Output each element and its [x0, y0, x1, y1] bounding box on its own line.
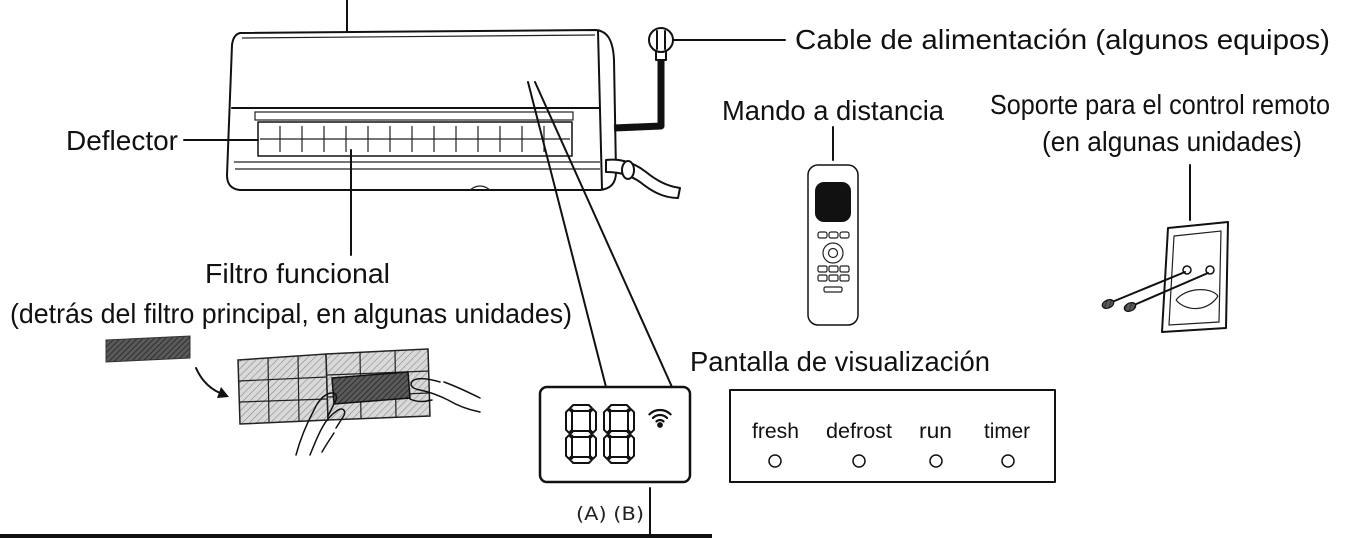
- remote-holder-icon: [1101, 221, 1229, 333]
- body-top-edge: [241, 34, 596, 39]
- power-cable-label: Cable de alimentación (algunos equipos): [795, 24, 1330, 55]
- indicator-label-defrost: defrost: [826, 420, 892, 443]
- display-digit-segment: [603, 434, 611, 460]
- indicator-label-timer: timer: [984, 420, 1030, 443]
- display-digit-segment: [627, 434, 635, 460]
- display-digit-segment: [607, 404, 631, 412]
- remote-holder-label-line2: (en algunas unidades): [1042, 126, 1302, 157]
- power-plug-icon: [648, 27, 674, 53]
- remote-holder-label-line1: Soporte para el control remoto: [990, 89, 1330, 120]
- drain-notch: [469, 185, 491, 191]
- display-digit-segment: [565, 434, 573, 460]
- display-label: Pantalla de visualización: [690, 346, 990, 377]
- display-digit-segment: [607, 456, 631, 464]
- display-callout-line-left: [527, 81, 607, 388]
- display-digit-segment: [565, 408, 573, 434]
- display-digit-segment: [627, 408, 635, 434]
- indicator-light-defrost: [852, 454, 866, 468]
- deflector-louver: [257, 121, 573, 157]
- display-digit-segment: [607, 430, 631, 438]
- display-digit-segment: [589, 408, 597, 434]
- mounting-screws: [1101, 271, 1209, 313]
- display-digit: [603, 404, 635, 464]
- left-hand: [295, 392, 346, 456]
- remote-screen: [815, 182, 851, 222]
- display-ab-label: (A) (B): [576, 503, 644, 525]
- filter-icon: [105, 335, 481, 456]
- indicator-panel: fresh defrost run timer: [729, 389, 1056, 483]
- indoor-unit: [183, 0, 786, 388]
- hose-ring: [621, 160, 635, 180]
- functional-filter-inserted: [331, 371, 411, 405]
- indicator-light-fresh: [768, 454, 782, 468]
- indicator-label-fresh: fresh: [752, 420, 799, 443]
- deflector-label: Deflector: [66, 125, 178, 156]
- indicator-panel-frame: [729, 389, 1056, 483]
- side-panel-edge: [597, 30, 603, 190]
- power-cable: [613, 60, 665, 132]
- functional-filter-strip: [105, 335, 191, 363]
- remote-buttons: [817, 231, 850, 293]
- curved-arrow-icon: [195, 367, 229, 398]
- display-digit-segment: [603, 408, 611, 434]
- indicator-label-run: run: [919, 420, 952, 443]
- indicator-light-timer: [1001, 454, 1015, 468]
- display-digit: [565, 404, 597, 464]
- display-digit-segment: [569, 404, 593, 412]
- indoor-unit-body: [226, 29, 617, 191]
- display-digit-segment: [569, 456, 593, 464]
- functional-filter-label-line2: (detrás del filtro principal, en algunas…: [10, 298, 572, 329]
- display-digit-segment: [569, 430, 593, 438]
- right-hand: [409, 377, 481, 413]
- remote-control-label: Mando a distancia: [722, 95, 944, 126]
- display-digit-segment: [589, 434, 597, 460]
- indicator-light-run: [929, 454, 943, 468]
- display-panel: [538, 385, 692, 484]
- remote-control-icon: [807, 164, 859, 326]
- display-callout-line-right: [534, 81, 673, 388]
- seven-segment-readout: [565, 404, 635, 464]
- air-slot: [254, 111, 574, 121]
- wifi-icon: [648, 408, 672, 428]
- drain-hose: [605, 158, 681, 199]
- main-filter-left: [237, 353, 329, 425]
- functional-filter-label-line1: Filtro funcional: [205, 258, 390, 289]
